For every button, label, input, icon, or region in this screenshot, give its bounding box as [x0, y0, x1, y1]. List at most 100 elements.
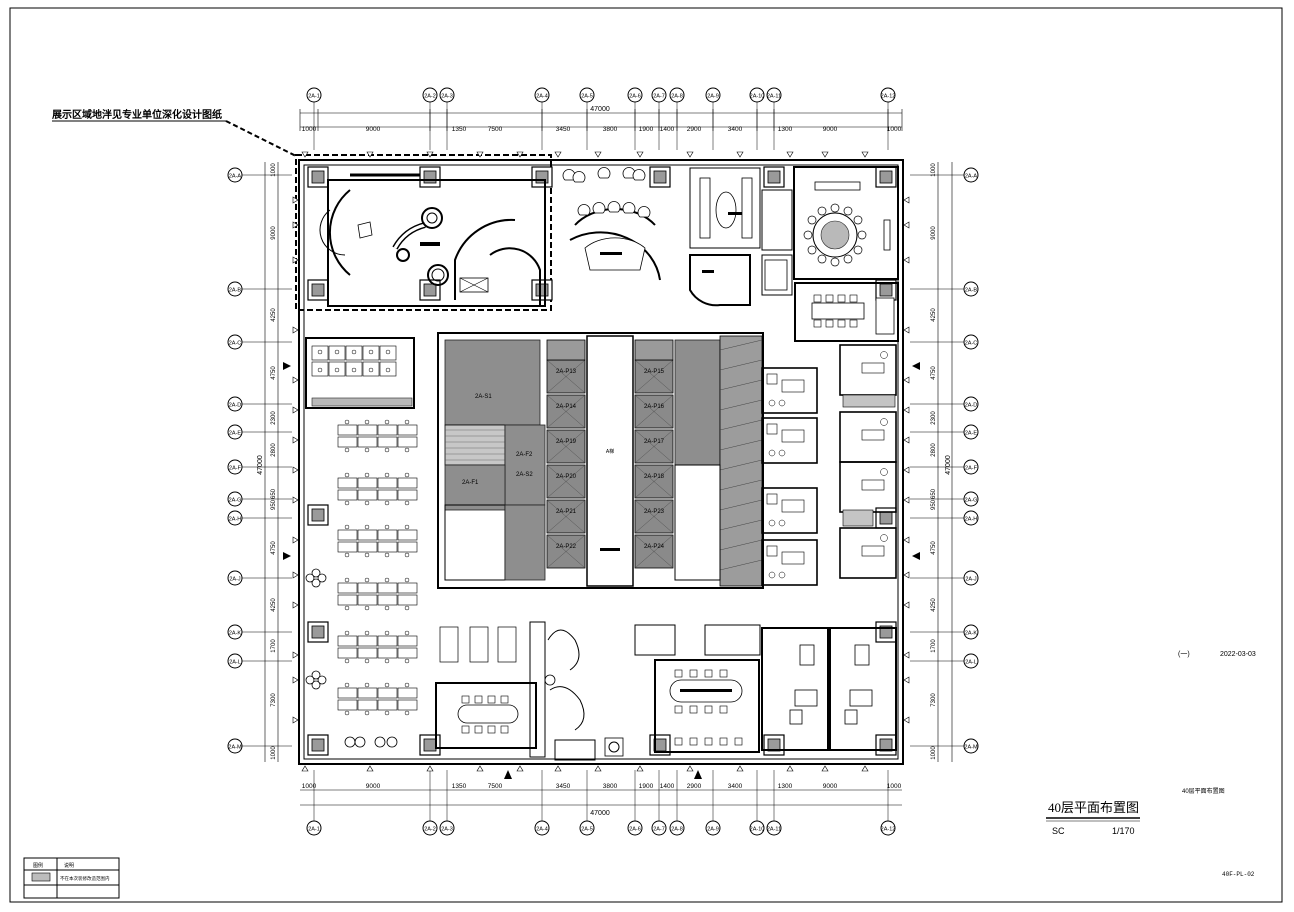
svg-text:2A-A: 2A-A [965, 174, 978, 180]
svg-text:2A-8: 2A-8 [671, 94, 683, 100]
svg-text:1400: 1400 [660, 783, 675, 790]
svg-text:2A-1: 2A-1 [308, 827, 320, 833]
svg-text:2A-H: 2A-H [229, 517, 242, 523]
bottom-total: 47000 [590, 810, 610, 817]
axis-bubble: 2A-C [963, 334, 979, 350]
round-tables-left [305, 568, 398, 748]
axis-bubble: 2A-11 [766, 820, 782, 836]
svg-text:1900: 1900 [639, 783, 654, 790]
svg-text:2A-L: 2A-L [229, 660, 241, 666]
svg-text:650: 650 [931, 488, 937, 499]
office-room [761, 487, 818, 534]
axis-bubble: 2A-J [227, 570, 243, 586]
axis-bubble: 2A-12 [880, 87, 896, 103]
svg-text:1350: 1350 [452, 783, 467, 790]
axis-bubble: 2A-L [963, 653, 979, 669]
svg-text:2A-11: 2A-11 [767, 827, 781, 833]
svg-text:7500: 7500 [488, 783, 503, 790]
desk [397, 635, 418, 647]
desk [397, 647, 418, 659]
svg-text:3400: 3400 [728, 783, 743, 790]
open-office-left [305, 337, 418, 716]
axis-bubble: 2A-K [963, 624, 979, 640]
svg-text:2A-G: 2A-G [229, 498, 242, 504]
axis-bubble: 2A-10 [749, 820, 765, 836]
desk [397, 424, 418, 436]
desk [377, 699, 398, 711]
elevator-label: 2A-P22 [556, 544, 577, 550]
desk [357, 699, 378, 711]
axis-bubble: 2A-10 [749, 87, 765, 103]
svg-text:2A-11: 2A-11 [767, 94, 781, 100]
axis-bubble: 2A-9 [705, 820, 721, 836]
revision-mark: (一) [1178, 651, 1190, 658]
svg-text:1000: 1000 [931, 746, 937, 760]
dim-top: 47000 1000 9000 1350 7500 3450 3800 1900… [299, 106, 903, 133]
svg-text:950: 950 [931, 499, 937, 510]
meeting-room-small [794, 282, 899, 342]
dim-left: 47000 1000 9000 4250 4750 2300 2800 650 … [257, 162, 279, 762]
svg-text:950: 950 [271, 499, 277, 510]
axis-bubble: 2A-5 [579, 87, 595, 103]
axis-bubble: 2A-C [227, 334, 243, 350]
desk [397, 541, 418, 553]
elevator-label: 2A-P20 [556, 474, 577, 480]
desk [337, 424, 358, 436]
svg-text:2A-9: 2A-9 [707, 94, 719, 100]
desk [397, 477, 418, 489]
desk [357, 582, 378, 594]
svg-text:1300: 1300 [778, 126, 793, 133]
desk [337, 477, 358, 489]
svg-text:7500: 7500 [488, 126, 503, 133]
elevator-label: 2A-P14 [556, 404, 577, 410]
axis-bubble: 2A-G [227, 491, 243, 507]
svg-text:2A-D: 2A-D [965, 403, 978, 409]
svg-text:1000: 1000 [887, 783, 902, 790]
svg-text:2A-M: 2A-M [964, 745, 978, 751]
svg-text:4250: 4250 [931, 308, 937, 322]
svg-text:1700: 1700 [271, 639, 277, 653]
elevator-hall-label: A梯 [606, 448, 614, 455]
elevator-label: 2A-P18 [644, 474, 665, 480]
svg-text:2A-F: 2A-F [229, 466, 242, 472]
window-markers [292, 151, 910, 772]
axis-bubble: 2A-D [963, 396, 979, 412]
title-block: 40层平面布置图 SC 1/170 40层平面布置图 40F-PL-02 [1046, 787, 1255, 878]
private-offices-right [761, 344, 897, 586]
svg-text:2A-F: 2A-F [965, 466, 978, 472]
axis-bubble: 2A-M [963, 738, 979, 754]
svg-text:2A-2: 2A-2 [424, 94, 436, 100]
desk [357, 635, 378, 647]
svg-text:2A-1: 2A-1 [308, 94, 320, 100]
svg-text:2800: 2800 [931, 443, 937, 457]
reception-area [562, 167, 661, 281]
svg-text:1000: 1000 [302, 783, 317, 790]
svg-text:不在本次装修改造范围内: 不在本次装修改造范围内 [60, 875, 110, 882]
drawing-number: 40F-PL-02 [1222, 871, 1255, 878]
desk [397, 489, 418, 501]
desk [337, 541, 358, 553]
svg-text:2A-E: 2A-E [229, 431, 242, 437]
desk [397, 594, 418, 606]
revision-note: (一) 2022-03-03 [1178, 651, 1256, 658]
svg-text:3450: 3450 [556, 126, 571, 133]
elevator-label: 2A-P15 [644, 369, 665, 375]
elevator-label: 2A-P17 [644, 439, 665, 445]
svg-text:2A-5: 2A-5 [581, 94, 593, 100]
axis-bubble: 2A-12 [880, 820, 896, 836]
grid-leaders [242, 102, 964, 821]
scale-label: SC [1052, 826, 1065, 836]
desk [357, 541, 378, 553]
svg-text:47000: 47000 [945, 455, 952, 475]
office-room [839, 527, 897, 579]
svg-text:3800: 3800 [603, 783, 618, 790]
desk [337, 529, 358, 541]
desk [377, 687, 398, 699]
desk [357, 477, 378, 489]
desk [337, 594, 358, 606]
svg-text:9000: 9000 [366, 783, 381, 790]
building-outline [298, 159, 904, 765]
scale-value: 1/170 [1112, 826, 1135, 836]
svg-text:2A-10: 2A-10 [750, 94, 765, 100]
